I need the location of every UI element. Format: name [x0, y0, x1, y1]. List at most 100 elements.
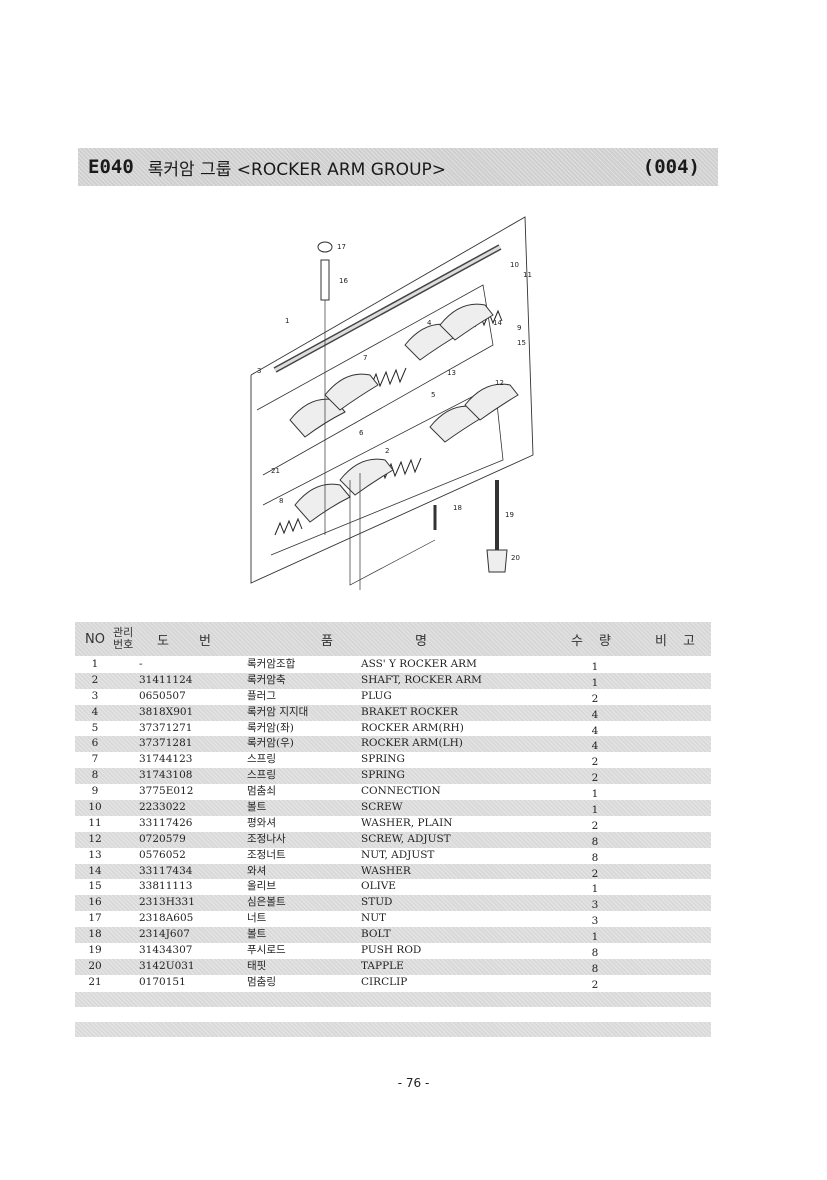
- callout-6: 6: [359, 429, 364, 437]
- cell-part-no: 33811113: [139, 880, 193, 893]
- cell-name-en: SCREW, ADJUST: [361, 832, 451, 845]
- cell-qty: 4: [591, 724, 599, 737]
- cell-qty: 1: [591, 661, 599, 673]
- cell-part-no: 0720579: [139, 832, 186, 845]
- tappet: [486, 549, 508, 573]
- cell-no: 12: [88, 832, 102, 845]
- cell-name-en: SPRING: [361, 753, 405, 766]
- page-number: - 76 -: [397, 1076, 430, 1090]
- callout-13: 13: [447, 369, 456, 377]
- cell-no: 10: [88, 801, 102, 814]
- callout-12: 12: [495, 379, 504, 387]
- cell-name-en: STUD: [361, 896, 393, 909]
- cell-name-kr: 볼트: [247, 928, 267, 941]
- col-qty-a: 수: [571, 633, 583, 649]
- section-code: E040: [88, 156, 134, 178]
- rocker-arm-upper-1: [289, 398, 346, 438]
- callout-1: 1: [285, 317, 289, 325]
- cell-name-kr: 록커암조합: [247, 658, 296, 670]
- header-left: E040 록커암 그룹 <ROCKER ARM GROUP>: [88, 155, 446, 180]
- table-empty-row: [75, 992, 711, 1007]
- table-empty-row: [75, 1022, 711, 1037]
- cell-qty: 8: [591, 962, 599, 975]
- cell-qty: 2: [591, 978, 599, 991]
- cell-qty: 4: [591, 740, 599, 753]
- cell-name-en: PUSH ROD: [361, 944, 422, 957]
- cell-name-kr: 록커암 지지대: [247, 705, 309, 718]
- col-management-no: 관리 번호: [113, 622, 133, 656]
- cell-no: 18: [88, 928, 102, 941]
- cell-no: 11: [88, 816, 102, 829]
- cell-name-en: NUT, ADJUST: [361, 848, 435, 861]
- table-row: 1 - 록커암조합 ASS' Y ROCKER ARM 1: [75, 657, 711, 673]
- cell-no: 4: [91, 705, 99, 718]
- parts-table-header: NO 관리 번호 도 번 품 명 수 량 비 고: [75, 622, 711, 656]
- callout-9: 9: [517, 324, 521, 332]
- cell-part-no: -: [139, 658, 143, 670]
- cell-name-kr: 록커암(좌): [247, 721, 294, 734]
- cell-qty: 3: [591, 899, 599, 912]
- diagram-frame: [250, 216, 534, 584]
- cell-name-en: PLUG: [361, 689, 392, 702]
- cell-qty: 2: [591, 756, 599, 769]
- cell-no: 2: [91, 673, 99, 686]
- nut-part: [317, 241, 333, 253]
- callout-11: 11: [523, 271, 532, 279]
- cell-name-kr: 태핏: [247, 959, 267, 972]
- cell-qty: 8: [591, 851, 599, 864]
- cell-no: 21: [88, 975, 102, 988]
- cell-part-no: 2233022: [139, 801, 186, 814]
- cell-no: 15: [88, 880, 102, 893]
- cell-name-kr: 멈춤쇠: [247, 785, 276, 798]
- cell-name-en: CIRCLIP: [361, 975, 408, 988]
- cell-part-no: 33117426: [139, 816, 193, 829]
- callout-21: 21: [271, 467, 280, 475]
- cell-name-en: BRAKET ROCKER: [361, 705, 459, 718]
- col-management-bottom: 번호: [113, 638, 134, 651]
- rocker-arm-upper-4: [439, 303, 494, 341]
- cell-name-kr: 올리브: [247, 880, 276, 893]
- callout-2: 2: [385, 447, 389, 455]
- cell-no: 16: [88, 896, 102, 909]
- col-remark-b: 고: [683, 633, 695, 649]
- cell-no: 1: [91, 658, 99, 670]
- cell-part-no: 37371271: [139, 721, 193, 734]
- cell-part-no: 31411124: [139, 673, 193, 686]
- col-name-a: 품: [321, 633, 333, 649]
- cell-qty: 2: [591, 867, 599, 880]
- cell-name-en: ASS' Y ROCKER ARM: [361, 658, 477, 670]
- cell-part-no: 2318A605: [139, 912, 194, 925]
- cell-name-en: SCREW: [361, 801, 403, 814]
- cell-name-kr: 스프링: [247, 753, 276, 766]
- cell-no: 3: [91, 689, 99, 702]
- section-page-code: (004): [642, 156, 700, 178]
- callout-4: 4: [427, 319, 432, 327]
- cell-part-no: 3142U031: [139, 959, 195, 972]
- cell-part-no: 3775E012: [139, 785, 194, 798]
- cell-part-no: 37371281: [139, 737, 193, 750]
- cell-no: 14: [88, 864, 102, 877]
- callout-14: 14: [493, 319, 502, 327]
- cell-name-kr: 록커암축: [247, 673, 286, 686]
- cell-part-no: 0170151: [139, 975, 186, 988]
- col-management-top: 관리: [113, 626, 134, 639]
- callout-3: 3: [257, 367, 261, 375]
- callout-5: 5: [431, 391, 435, 399]
- cell-part-no: 3818X901: [139, 705, 194, 718]
- callout-15: 15: [517, 339, 526, 347]
- cell-part-no: 2314J607: [139, 928, 190, 941]
- cell-no: 20: [88, 959, 102, 972]
- rocker-arm-lower-2: [339, 458, 394, 496]
